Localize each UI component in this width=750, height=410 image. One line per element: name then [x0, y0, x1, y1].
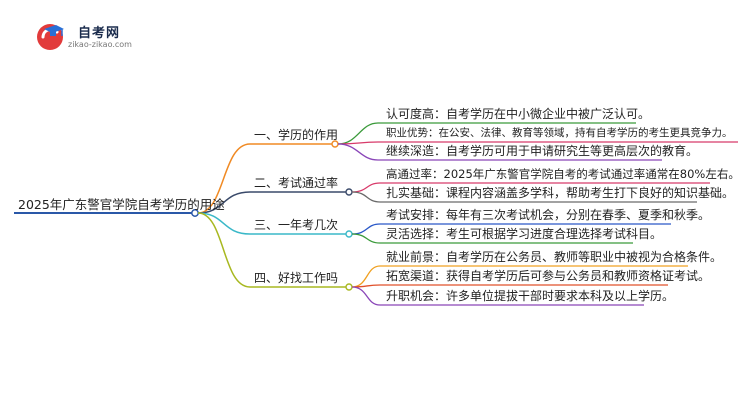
branch-1-connector	[197, 143, 251, 214]
site-logo[interactable]: 自考网 zikao-zikao.com	[34, 20, 144, 54]
leaf-2-1-connector	[351, 182, 381, 193]
branch-4-node-dot	[345, 283, 353, 291]
leaf-2-2-connector	[351, 191, 381, 203]
mindmap-root-label: 2025年广东警官学院自考学历的用途	[18, 197, 225, 212]
leaf-4-1-connector	[351, 265, 381, 288]
leaf-label: 就业前景：自考学历在公务员、教师等职业中被视为合格条件。	[386, 250, 723, 264]
logo-title: 自考网	[78, 26, 121, 41]
leaf-label: 高通过率：2025年广东警官学院自考的考试通过率通常在80%左右。	[386, 167, 740, 181]
branch-label-pass-rate: 二、考试通过率	[254, 176, 339, 190]
leaf-label: 扎实基础：课程内容涵盖多学科，帮助考生打下良好的知识基础。	[386, 186, 735, 200]
branch-label-employment: 四、好找工作吗	[254, 271, 339, 285]
leaf-label: 认可度高：自考学历在中小微企业中被广泛认可。	[386, 107, 651, 121]
leaf-3-1-connector	[351, 223, 381, 235]
leaf-label: 灵活选择：考生可根据学习进度合理选择考试科目。	[386, 227, 663, 241]
leaf-label: 升职机会：许多单位提拔干部时要求本科及以上学历。	[386, 289, 675, 303]
branch-label-exam-frequency: 三、一年考几次	[254, 218, 339, 232]
branch-label-role: 一、学历的作用	[254, 128, 339, 142]
branch-3-node-dot	[345, 230, 353, 238]
branch-3-connector	[197, 212, 251, 235]
leaf-4-3-connector	[351, 286, 381, 306]
leaf-label: 继续深造：自考学历可用于申请研究生等更高层次的教育。	[386, 144, 699, 158]
logo-url: zikao-zikao.com	[68, 40, 132, 49]
leaf-label: 拓宽渠道：获得自考学历后可参与公务员和教师资格证考试。	[386, 269, 711, 283]
leaf-3-2-connector	[351, 233, 381, 244]
leaf-label: 职业优势：在公安、法律、教育等领域，持有自考学历的考生更具竞争力。	[386, 127, 733, 139]
branch-2-node-dot	[345, 188, 353, 196]
branch-2-connector	[197, 191, 251, 214]
graduation-cap-logo-icon	[37, 24, 64, 50]
leaf-1-3-connector	[337, 143, 379, 161]
leaf-1-1-connector	[337, 122, 379, 145]
leaf-label: 考试安排：每年有三次考试机会，分别在春季、夏季和秋季。	[386, 208, 711, 222]
branch-4-connector	[197, 212, 251, 288]
